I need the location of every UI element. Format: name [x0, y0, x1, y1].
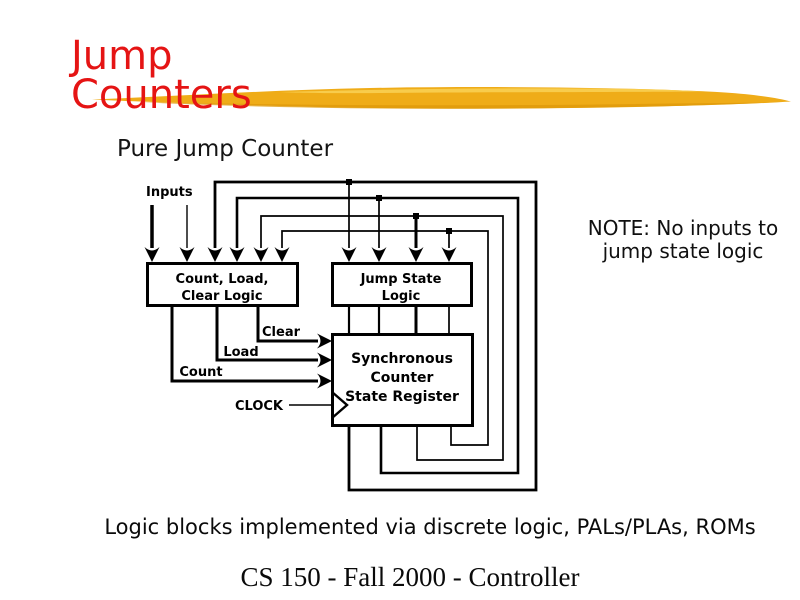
slide-title: Jump Counters: [71, 33, 252, 118]
diagram-labels: Inputs Count, Load, Clear Logic Jump Sta…: [146, 185, 459, 414]
note-text: NOTE: No inputs to jump state logic: [573, 217, 793, 263]
load-wire: [215, 304, 318, 362]
clc-box-label-line2: Clear Logic: [181, 289, 262, 304]
register-box-label-line3: State Register: [345, 389, 459, 405]
jump-state-logic-box: [331, 262, 473, 307]
arrowhead-down-icon: [144, 247, 160, 262]
swoosh-shadow-stroke: [140, 102, 770, 109]
note-line2: jump state logic: [602, 239, 764, 263]
feedback-loop-1: [213, 180, 538, 492]
junction-dot: [376, 195, 382, 201]
arrowhead-right-icon: [317, 352, 332, 368]
bottom-caption: Logic blocks implemented via discrete lo…: [104, 515, 756, 539]
slide-title-line1: Jump: [71, 33, 173, 79]
clock-edge-icon: [331, 391, 349, 419]
arrowhead-right-icon: [317, 333, 332, 349]
slide-title-line2: Counters: [71, 72, 252, 118]
arrowhead-down-icon: [441, 247, 457, 262]
state-register-box: [331, 333, 474, 427]
arrowhead-down-icon: [274, 247, 290, 262]
clc-box-label-line1: Count, Load,: [176, 272, 269, 287]
count-wire: [170, 304, 318, 383]
swoosh-main-stroke: [92, 87, 791, 109]
junction-dot: [413, 213, 419, 219]
feedback-loop-3: [260, 215, 504, 461]
clock-label: CLOCK: [235, 399, 284, 414]
diagram-blocks: [146, 262, 474, 427]
arrowhead-down-icon: [207, 247, 223, 262]
arrowheads: [144, 179, 457, 389]
swoosh-highlight-stroke: [280, 88, 705, 94]
clear-wire: [256, 304, 318, 343]
load-label: Load: [223, 345, 258, 360]
note-line1: NOTE: No inputs to: [587, 216, 779, 240]
gold-swoosh: [92, 87, 791, 109]
feedback-loop-2: [235, 196, 520, 475]
arrowhead-down-icon: [253, 247, 269, 262]
register-box-label-line1: Synchronous: [351, 351, 453, 367]
arrowhead-right-icon: [317, 373, 332, 389]
jsl-box-label-line2: Logic: [382, 289, 421, 304]
count-label: Count: [179, 365, 222, 380]
clear-label: Clear: [262, 325, 301, 340]
slide-footer: CS 150 - Fall 2000 - Controller: [240, 562, 580, 592]
junction-dot: [446, 228, 452, 234]
register-box-label-line2: Counter: [371, 370, 434, 386]
arrowhead-down-icon: [371, 247, 387, 262]
junction-dot: [346, 179, 352, 185]
arrowhead-down-icon: [408, 247, 424, 262]
slide-subtitle: Pure Jump Counter: [117, 136, 334, 162]
arrowhead-down-icon: [229, 247, 245, 262]
arrowhead-down-icon: [341, 247, 357, 262]
count-load-clear-logic-box: [146, 262, 299, 307]
arrowhead-down-icon: [179, 247, 195, 262]
jsl-box-label-line1: Jump State: [360, 272, 442, 287]
feedback-loop-4: [281, 230, 489, 446]
diagram-wires: [150, 180, 538, 492]
inputs-label: Inputs: [146, 185, 193, 200]
